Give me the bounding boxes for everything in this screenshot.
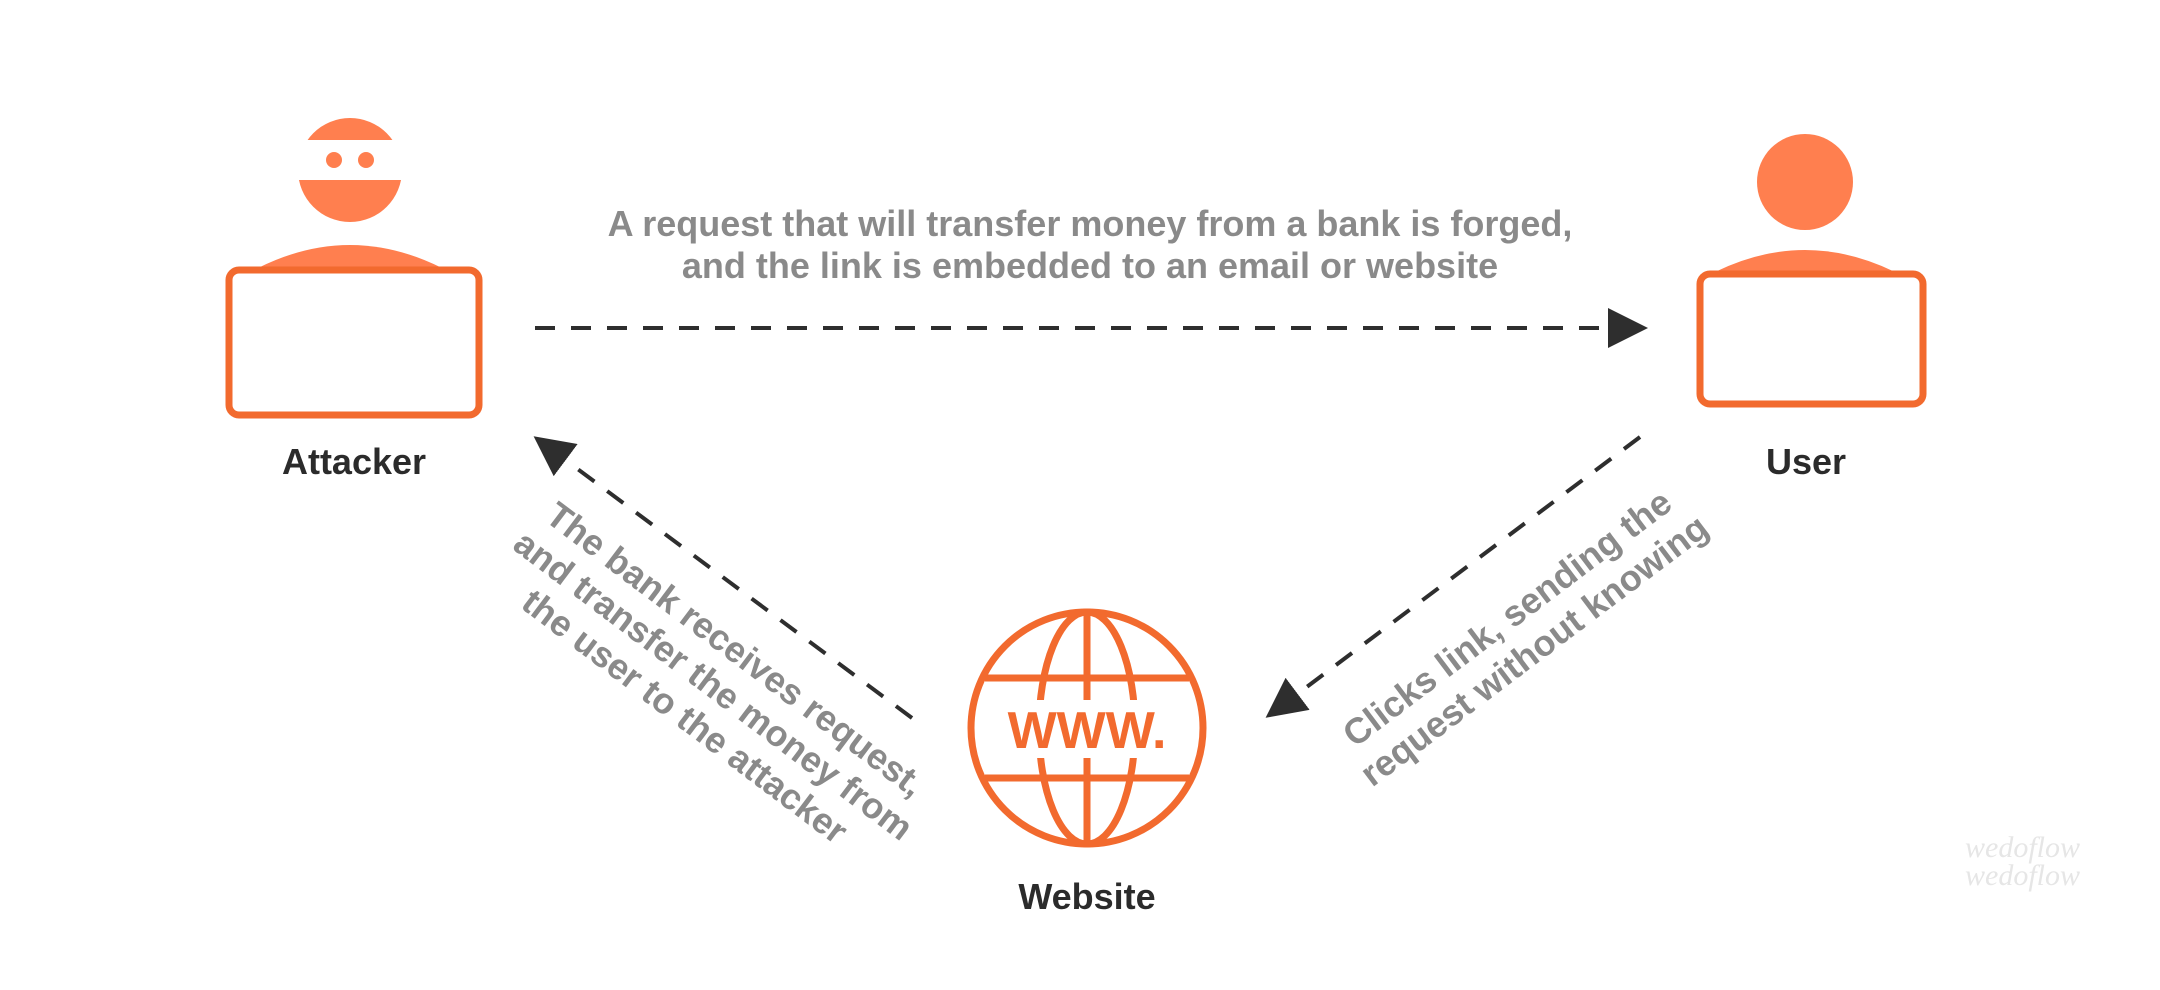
edge-label-line: A request that will transfer money from … [607, 203, 1573, 244]
attacker-laptop-icon [225, 118, 483, 419]
website-label: Website [1018, 876, 1156, 917]
user-label: User [1765, 441, 1847, 482]
edge-label-line: and the link is embedded to an email or … [681, 245, 1499, 286]
globe-www-icon: WWW. [967, 608, 1207, 848]
wedoflow-watermark: wedoflow wedoflow [1965, 831, 2115, 892]
attacker-label: Attacker [281, 441, 427, 482]
watermark-line: wedoflow [1965, 859, 2081, 892]
arrow-user-to-website [1265, 435, 1642, 718]
user-laptop-icon [1696, 134, 1927, 408]
globe-www-text: WWW. [1008, 702, 1167, 760]
edge-label-attacker-to-user: A request that will transfer money from … [560, 203, 1620, 287]
arrow-website-to-attacker [533, 436, 914, 720]
watermark-line: wedoflow [1965, 831, 2081, 864]
